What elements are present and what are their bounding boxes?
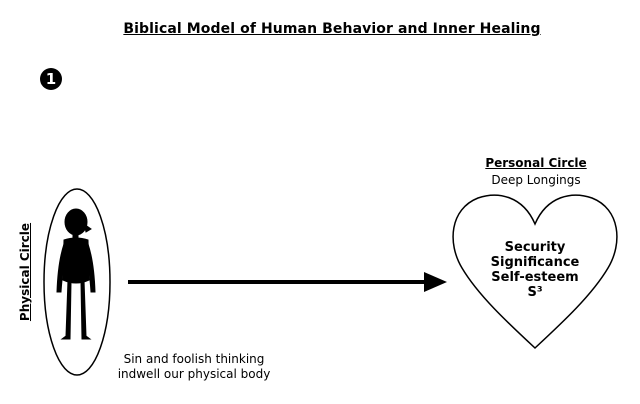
caption-line-1: Sin and foolish thinking <box>123 352 265 366</box>
need-significance: Significance <box>490 255 580 270</box>
need-self-esteem: Self-esteem <box>491 270 579 285</box>
need-security: Security <box>504 240 566 255</box>
step-number-badge: 1 <box>40 68 62 90</box>
caption-line-2: indwell our physical body <box>117 367 271 381</box>
personal-circle-heart <box>452 194 618 350</box>
deep-longings-list: Security Significance Self-esteem S³ <box>470 240 600 300</box>
flow-arrow <box>128 272 447 292</box>
diagram-title: Biblical Model of Human Behavior and Inn… <box>123 21 541 37</box>
physical-circle-caption: Sin and foolish thinking indwell our phy… <box>104 352 284 382</box>
personal-circle-subtitle: Deep Longings <box>491 173 581 187</box>
arrow-head-icon <box>424 272 447 292</box>
personal-circle-title: Personal Circle <box>485 156 587 170</box>
person-figure-icon <box>56 208 96 340</box>
physical-circle-ellipse <box>43 188 111 376</box>
needs-summary: S³ <box>527 285 543 300</box>
